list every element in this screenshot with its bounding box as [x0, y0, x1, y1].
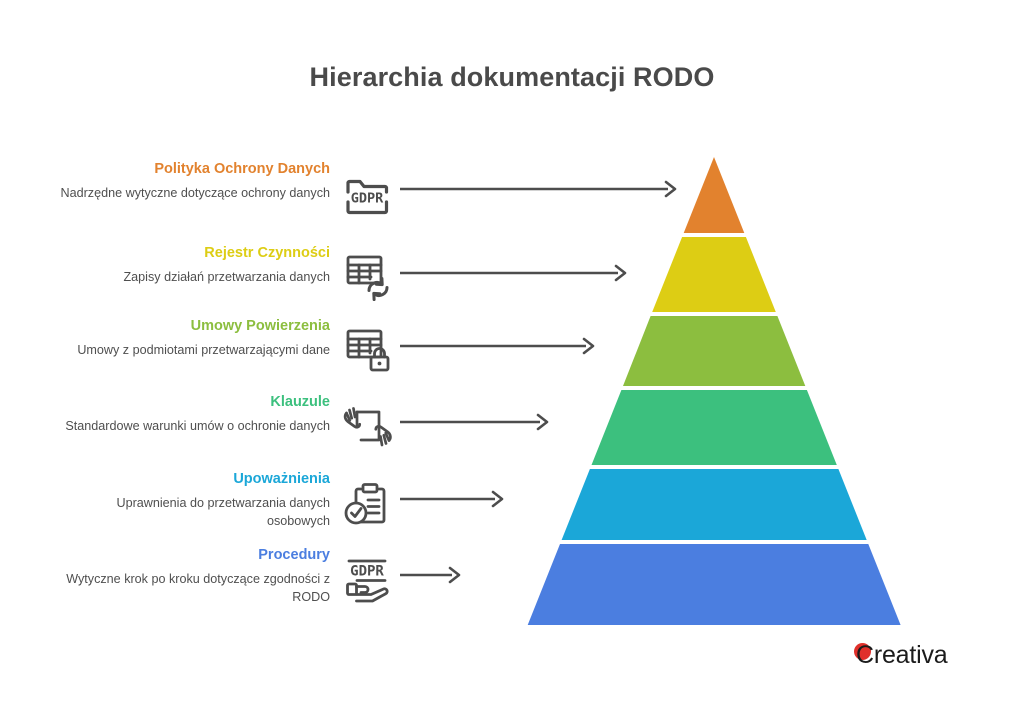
pyramid-band-3[interactable] [623, 316, 806, 386]
row-6-arrow [400, 565, 462, 585]
folder-gdpr-icon[interactable]: GDPR [341, 171, 393, 223]
row-2-title: Rejestr Czynności [204, 245, 330, 261]
pyramid-band-2[interactable] [652, 237, 776, 312]
hand-gdpr-icon[interactable]: GDPR [341, 551, 393, 603]
row-4-label-group: Klauzule Standardowe warunki umów o ochr… [55, 393, 330, 435]
table-lock-icon[interactable] [341, 323, 393, 375]
creativa-logo[interactable]: Creativa [848, 640, 978, 678]
pyramid-band-6[interactable] [527, 544, 901, 625]
row-6-label-group: Procedury Wytyczne krok po kroku dotyczą… [55, 546, 330, 606]
row-5-title: Upoważnienia [233, 471, 330, 487]
row-6-title: Procedury [258, 547, 330, 563]
row-1-label-group: Polityka Ochrony Danych Nadrzędne wytycz… [55, 160, 330, 202]
clipboard-check-icon[interactable] [341, 478, 393, 530]
pyramid-band-4[interactable] [591, 390, 837, 465]
row-2-arrow [400, 263, 628, 283]
hand-gdpr-icon-text: GDPR [350, 564, 384, 580]
row-4-title: Klauzule [270, 394, 330, 410]
logo-text: Creativa [856, 641, 948, 669]
row-5-description: Uprawnienia do przetwarzania danych osob… [116, 496, 330, 528]
pyramid-chart [440, 145, 1000, 635]
row-1-description: Nadrzędne wytyczne dotyczące ochrony dan… [60, 186, 330, 200]
pyramid-band-5[interactable] [561, 469, 867, 540]
row-4-description: Standardowe warunki umów o ochronie dany… [65, 419, 330, 433]
row-4-arrow [400, 412, 550, 432]
row-2-description: Zapisy działań przetwarzania danych [123, 270, 330, 284]
hands-document-icon[interactable] [341, 400, 393, 452]
row-1-title: Polityka Ochrony Danych [154, 161, 330, 177]
row-3-label-group: Umowy Powierzenia Umowy z podmiotami prz… [55, 317, 330, 359]
row-3-description: Umowy z podmiotami przetwarzającymi dane [77, 343, 330, 357]
row-5-label-group: Upoważnienia Uprawnienia do przetwarzani… [55, 470, 330, 530]
row-6-description: Wytyczne krok po kroku dotyczące zgodnoś… [66, 572, 330, 604]
row-1-arrow [400, 179, 678, 199]
row-3-title: Umowy Powierzenia [190, 318, 330, 334]
row-5-arrow [400, 489, 505, 509]
row-3-arrow [400, 336, 596, 356]
table-sync-icon[interactable] [341, 249, 393, 301]
folder-gdpr-icon-text: GDPR [351, 191, 384, 207]
logo-dot-icon [854, 643, 871, 660]
pyramid-band-1[interactable] [683, 157, 745, 233]
page-title: Hierarchia dokumentacji RODO [309, 62, 715, 92]
row-2-label-group: Rejestr Czynności Zapisy działań przetwa… [55, 244, 330, 286]
